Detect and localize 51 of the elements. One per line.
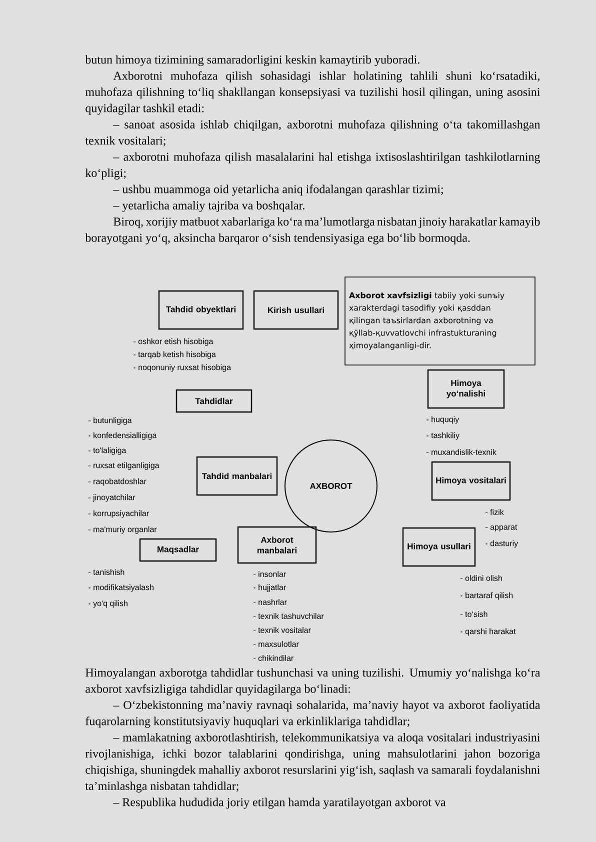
category-box: Kirish usullari <box>253 290 339 330</box>
paragraph: – O‘zbekistonning ma’naviy ravnaqi sohalarida, ma’naviy hayot va axborot faoliyatida fuqarolarning konstitutsiyaviy huquqlari va erkinliklariga tahdidlar; <box>86 700 540 728</box>
list-item: - to'laligiga <box>88 447 126 455</box>
paragraph: – ushbu muammoga oid yetarlicha aniq ifodalangan qarashlar tizimi; <box>113 184 443 196</box>
paragraph: Himoyalangan axborotga tahdidlar tushunchasi va uning tuzilishi. Umumiy yo‘nalishga ko‘ra axborot xavfsizligiga tahdidlar quyidagilarga bo‘linadi: <box>86 668 540 696</box>
list-item: - nashrlar <box>254 599 287 605</box>
list-item: - maxsulotlar <box>254 641 299 647</box>
category-box: Tahdid obyektlari <box>158 290 244 330</box>
list-item: - chikindilar <box>254 655 294 661</box>
paragraph: – Respublika hududida joriy etilgan hamda yaratilayotgan axborot va <box>113 798 446 809</box>
list-item: - korrupsiyachilar <box>88 510 149 518</box>
list-item: - to‘sish <box>460 611 488 617</box>
category-box: Axborot manbalari <box>237 526 317 564</box>
list-item: - ruxsat etilganligiga <box>88 462 160 470</box>
list-item: - apparat <box>486 524 518 532</box>
list-item: - ma'muriy organlar <box>88 526 157 534</box>
list-item: - insonlar <box>254 571 286 577</box>
list-item: - tanishish <box>88 569 124 575</box>
list-item: - hujjatlar <box>254 584 286 592</box>
paragraph: Biroq, xorijiy matbuot xabarlariga ko‘ra ma’lumotlarga nisbatan jinoiy harakatlar kamayib borayotgani yo‘q, aksincha barqaror o‘sish tendensiyasiga ega bo‘lib bormoqda. <box>85 217 540 244</box>
paragraph: Axborotni muhofaza qilish sohasidagi ishlar holatining tahlili shuni ko‘rsatadiki, muhofaza qilishning to‘liq shakllangan konsepsiyasi va tuzilishi hosil qilingan, uning asosini quyidagilar tashkil etadi: <box>85 71 540 115</box>
list-item: - tashkiliy <box>426 432 460 440</box>
list-item: - yo'q qilish <box>88 600 128 608</box>
list-item: - texnik vositalar <box>254 627 311 633</box>
category-box: Tahdidlar <box>176 389 252 413</box>
paragraph: – sanoat asosida ishlab chiqilgan, axborotni muhofaza qilishning o‘ta takomillashgan texnik vositalari; <box>85 120 540 146</box>
paragraph: – axborotni muhofaza qilish masalalarini hal etishga ixtisoslashtirilgan tashkilotlarning ko‘pligi; <box>85 152 540 180</box>
list-item: - qarshi harakat <box>460 628 516 636</box>
category-box: Tahdid manbalari <box>196 456 278 496</box>
list-item: - raqobatdoshlar <box>88 478 146 486</box>
list-item: - butunligiga <box>88 417 132 425</box>
category-box: Himoya yo‘nalishi <box>427 369 505 409</box>
list-item: - konfedensialligiga <box>88 432 157 440</box>
paragraph: – yetarlicha amaliy tajriba va boshqalar. <box>113 201 304 212</box>
paragraph: – mamlakatning axborotlashtirish, telekommunikatsiya va aloqa vositalari industriyasini rivojlanishiga, ichki bozor talablarini qondirishga, uning mahsulotlarini jahon bozoriga chiqishiga, shuningdek mahalliy axborot resurslarini yig‘ish, saqlash va samarali foydalanishni ta’minlashga nisbatan tahdidlar; <box>85 733 540 792</box>
list-item: - muxandislik-texnik <box>426 449 496 455</box>
list-item: - modifikatsiyalash <box>88 584 154 592</box>
list-item: - jinoyatchilar <box>88 494 136 502</box>
list-item: - fizik <box>486 509 504 515</box>
list-item: - bartaraf qilish <box>460 592 513 600</box>
list-item: - huquqiy <box>426 416 460 424</box>
list-item: - dasturiy <box>486 540 518 548</box>
category-box: Himoya usullari <box>402 527 476 567</box>
category-box: Himoya vositalari <box>431 461 511 501</box>
list-item: - tarqab ketish hisobiga <box>134 351 216 359</box>
category-box: Maqsadlar <box>139 538 217 562</box>
list-item: - noqonuniy ruxsat hisobiga <box>134 364 232 372</box>
list-item: - oldini olish <box>460 575 502 581</box>
list-item: - oshkor etish hisobiga <box>134 338 214 346</box>
list-item: - texnik tashuvchilar <box>254 613 324 619</box>
paragraph: butun himoya tizimining samaradorligini keskin kamaytirib yuboradi. <box>85 55 420 66</box>
